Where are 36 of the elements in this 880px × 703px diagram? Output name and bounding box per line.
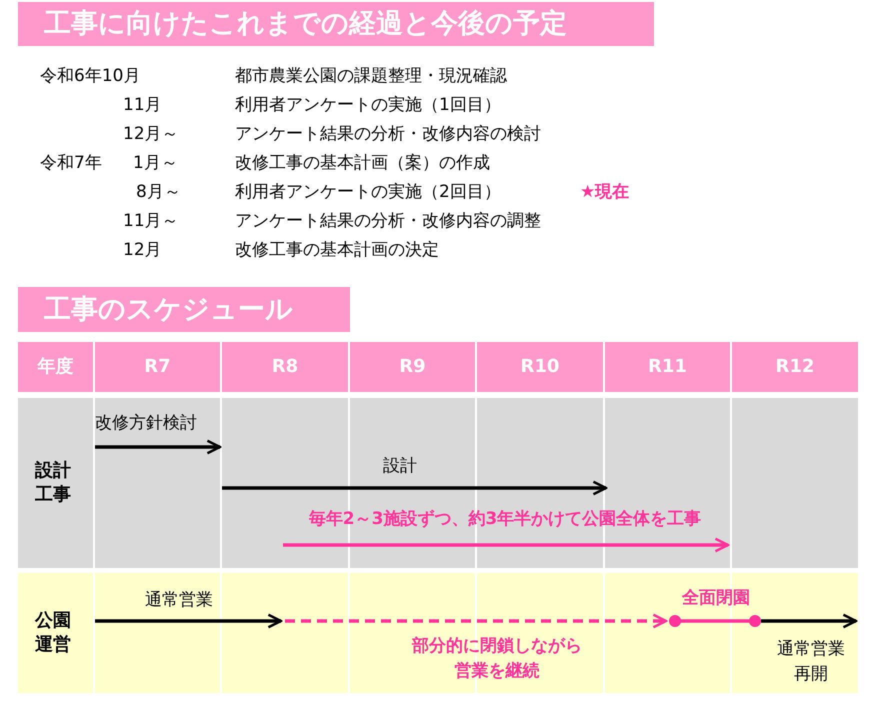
header-cell: R10 bbox=[477, 342, 603, 392]
header-cell: R12 bbox=[732, 342, 858, 392]
row-band bbox=[18, 398, 858, 568]
bar-label: 改修方針検討 bbox=[95, 412, 197, 434]
date-text: 11月 bbox=[123, 94, 162, 116]
timeline-text: 利用者アンケートの実施（1回目） bbox=[235, 94, 501, 116]
date-text: 12月 bbox=[123, 239, 162, 261]
header-cell: R8 bbox=[222, 342, 348, 392]
date-text: 1月～ bbox=[133, 152, 178, 174]
date-text: 令和6年10月 bbox=[40, 65, 140, 87]
timeline-text: 都市農業公園の課題整理・現況確認 bbox=[235, 65, 507, 87]
row-heading: 公園運営 bbox=[35, 609, 72, 657]
header-cell: R9 bbox=[350, 342, 475, 392]
bar-label: 通常営業再開 bbox=[776, 638, 846, 686]
bar-label: 通常営業 bbox=[145, 589, 213, 611]
date-text: 12月～ bbox=[123, 123, 179, 145]
bar-label: 部分的に閉鎖しながら営業を継続 bbox=[410, 635, 583, 683]
timeline-text: アンケート結果の分析・改修内容の検討 bbox=[235, 123, 541, 145]
bar-label: 全面閉園 bbox=[682, 587, 750, 609]
timeline-text: アンケート結果の分析・改修内容の調整 bbox=[235, 210, 541, 232]
section-heading: 工事のスケジュール bbox=[18, 287, 350, 332]
date-text: 8月～ bbox=[136, 181, 181, 203]
row-heading: 設計工事 bbox=[35, 459, 72, 507]
header-cell: R11 bbox=[605, 342, 730, 392]
current-marker: ★現在 bbox=[580, 181, 630, 203]
date-text: 令和7年 bbox=[40, 152, 102, 174]
header-cell: R7 bbox=[95, 342, 220, 392]
bar-label: 毎年2～3施設ずつ、約3年半かけて公園全体を工事 bbox=[308, 508, 702, 530]
title-banner: 工事に向けたこれまでの経過と今後の予定 bbox=[18, 2, 654, 46]
bar-label: 設計 bbox=[383, 455, 417, 477]
timeline-text: 改修工事の基本計画（案）の作成 bbox=[235, 152, 490, 174]
date-text: 11月～ bbox=[123, 210, 179, 232]
row-band bbox=[18, 573, 858, 693]
timeline-text: 改修工事の基本計画の決定 bbox=[235, 239, 439, 261]
timeline-text: 利用者アンケートの実施（2回目） bbox=[235, 181, 501, 203]
header-cell: 年度 bbox=[18, 342, 93, 392]
